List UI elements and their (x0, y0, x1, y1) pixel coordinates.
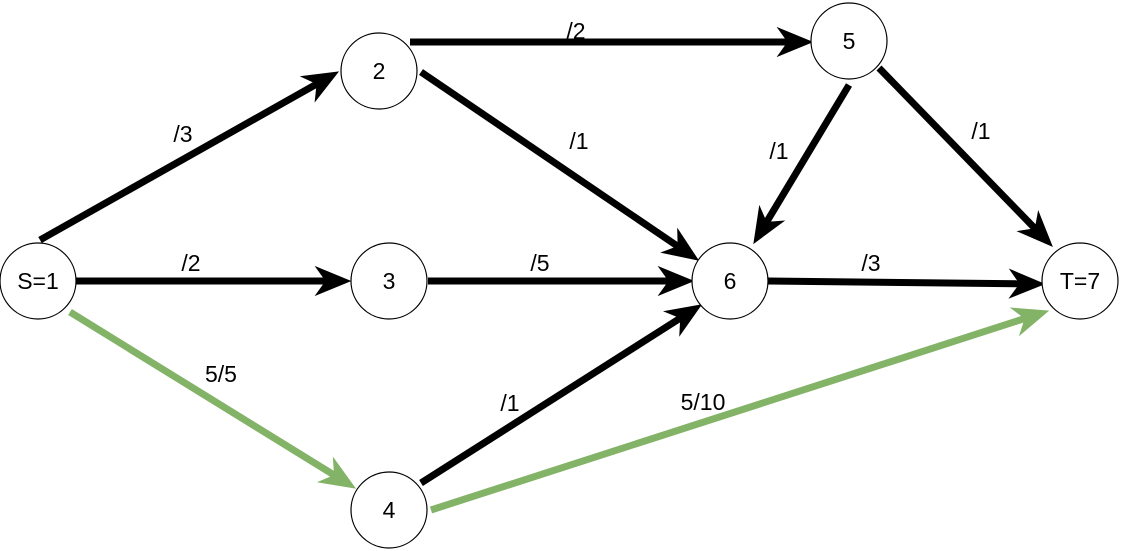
edge-5-6 (753, 83, 852, 245)
arrowhead-icon (1009, 307, 1050, 337)
edge-label-2-6: /1 (569, 128, 588, 154)
arrowhead-icon (776, 26, 814, 58)
node-label-5: 5 (843, 28, 856, 54)
edge-line-1-4 (68, 309, 338, 479)
edge-label-2-5: /2 (566, 18, 585, 44)
node-1: S=1 (0, 242, 77, 320)
node-4: 4 (350, 471, 428, 549)
arrowhead-icon (662, 304, 703, 337)
edge-label-3-6: /5 (530, 250, 549, 276)
edge-label-5-7: /1 (971, 118, 990, 144)
arrowhead-icon (1008, 268, 1046, 299)
node-2: 2 (340, 32, 418, 110)
edge-3-6 (428, 265, 695, 297)
node-label-3: 3 (383, 268, 396, 294)
node-label-2: 2 (373, 58, 386, 84)
edge-label-6-7: /3 (861, 250, 880, 276)
edge-line-4-6 (419, 314, 684, 486)
arrowhead-icon (753, 204, 786, 245)
edge-2-6 (419, 69, 700, 261)
node-label-4: 4 (383, 497, 396, 523)
edge-6-7 (767, 268, 1046, 299)
edge-label-5-6: /1 (769, 138, 788, 164)
edge-1-2 (38, 71, 340, 244)
edge-label-4-7: 5/10 (681, 389, 726, 415)
edge-1-3 (76, 265, 352, 297)
edge-4-7 (429, 307, 1050, 514)
edge-2-5 (410, 26, 814, 58)
edge-label-4-6: /1 (500, 390, 519, 416)
node-label-7: T=7 (1060, 268, 1100, 294)
node-circle-6 (691, 242, 769, 320)
edge-labels-layer: /3/2 5/5/2/1/5/1 5/10/1/1/3 (173, 18, 990, 416)
arrowhead-icon (657, 265, 695, 297)
edge-label-1-3: /2 (181, 250, 200, 276)
node-circle-7 (1041, 242, 1119, 320)
arrowhead-icon (316, 456, 357, 489)
arrowhead-icon (299, 71, 340, 103)
node-circle-3 (350, 242, 428, 320)
edge-line-5-6 (762, 83, 852, 226)
edge-line-2-6 (419, 69, 681, 250)
edge-4-6 (419, 304, 703, 486)
edge-line-5-7 (876, 65, 1039, 232)
node-label-1: S=1 (17, 268, 59, 294)
edge-line-1-2 (38, 80, 320, 244)
node-label-6: 6 (724, 268, 737, 294)
edge-5-7 (876, 65, 1053, 247)
edge-label-1-2: /3 (173, 121, 192, 147)
edge-line-4-7 (429, 314, 1028, 514)
node-3: 3 (350, 242, 428, 320)
arrowhead-icon (660, 227, 700, 261)
node-circle-4 (350, 471, 428, 549)
node-5: 5 (810, 2, 888, 80)
arrowhead-icon (314, 265, 352, 297)
node-6: 6 (691, 242, 769, 320)
node-circle-5 (810, 2, 888, 80)
node-7: T=7 (1041, 242, 1119, 320)
edge-label-1-4: 5/5 (205, 361, 237, 387)
node-circle-2 (340, 32, 418, 110)
node-circle-1 (0, 242, 77, 320)
edge-line-6-7 (767, 277, 1022, 288)
edges-layer (38, 26, 1053, 514)
arrowhead-icon (1016, 210, 1053, 247)
edge-1-4 (68, 309, 357, 489)
